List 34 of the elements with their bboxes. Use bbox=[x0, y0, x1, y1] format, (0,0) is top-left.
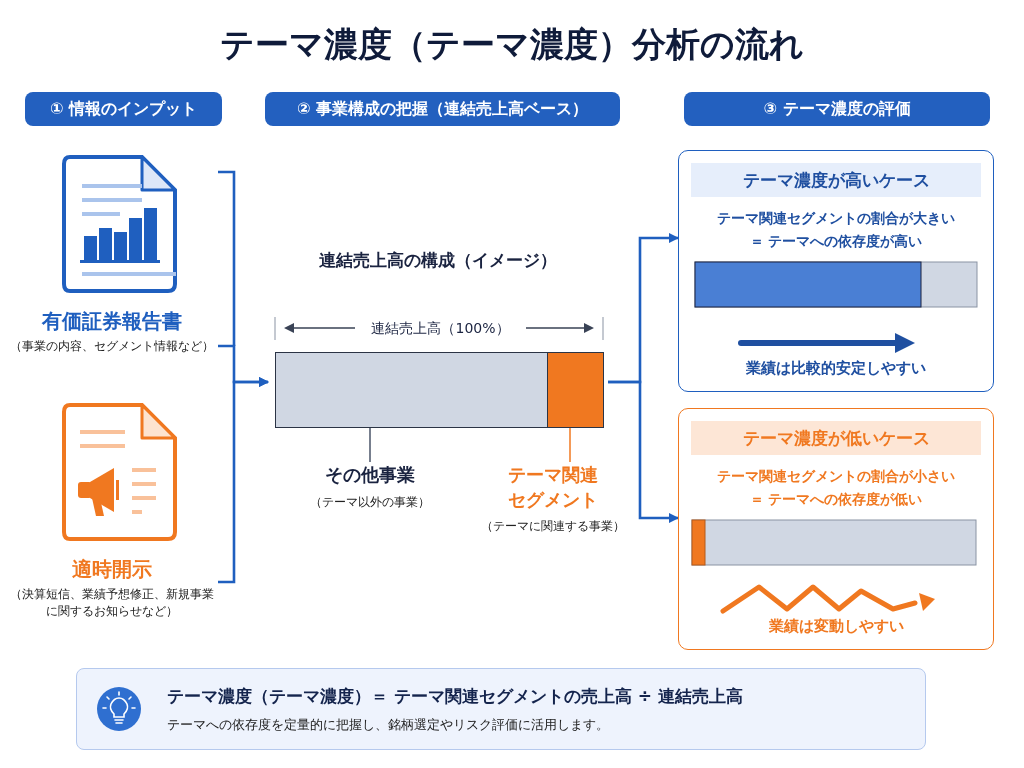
segment-bar bbox=[547, 352, 604, 428]
document-title: 有価証券報告書 bbox=[41, 308, 183, 334]
connector-arrow bbox=[608, 380, 680, 524]
segment-label: その他事業 bbox=[324, 463, 416, 487]
document-caption: （決算短信、業績予想修正、新規事業に関するお知らせなど） bbox=[9, 586, 215, 620]
case-heading: テーマ濃度が高いケース bbox=[691, 163, 981, 197]
step-header bbox=[684, 92, 990, 126]
chart-title: 連結売上高の構成（イメージ） bbox=[318, 249, 558, 272]
header-text: ② 事業構成の把握（連結売上高ベース） bbox=[295, 99, 590, 119]
case-result: 業績は変動しやすい bbox=[767, 616, 905, 637]
case-panel bbox=[678, 150, 994, 392]
connector-arrow bbox=[218, 376, 270, 584]
segment-caption: （テーマに関連する事業） bbox=[480, 518, 626, 535]
leader-line bbox=[369, 427, 371, 463]
document-caption: （事業の内容、セグメント情報など） bbox=[9, 338, 215, 355]
formula-panel bbox=[76, 668, 926, 750]
case-heading: テーマ濃度が低いケース bbox=[691, 421, 981, 455]
step-header bbox=[25, 92, 222, 126]
header-text: ③ テーマ濃度の評価 bbox=[762, 99, 912, 119]
case-description: テーマ関連セグメントの割合が大きい＝ テーマへの依存度が高い bbox=[716, 209, 956, 251]
dimension-label: 連結売上高（100%） bbox=[370, 319, 511, 338]
case-panel bbox=[678, 408, 994, 650]
formula-note: テーマへの依存度を定量的に把握し、銘柄選定やリスク評価に活用します。 bbox=[167, 716, 609, 734]
leader-line bbox=[569, 427, 571, 463]
segment-label: テーマ関連セグメント bbox=[507, 463, 599, 512]
document-title: 適時開示 bbox=[71, 556, 153, 582]
segment-caption: （テーマ以外の事業） bbox=[309, 494, 431, 511]
formula-text: テーマ濃度（テーマ濃度）＝ テーマ関連セグメントの売上高 ÷ 連結売上高 bbox=[167, 685, 743, 708]
step-header bbox=[265, 92, 620, 126]
case-description: テーマ関連セグメントの割合が小さい＝ テーマへの依存度が低い bbox=[716, 467, 956, 509]
header-text: ① 情報のインプット bbox=[48, 99, 199, 119]
segment-bar bbox=[275, 352, 548, 428]
case-result: 業績は比較的安定しやすい bbox=[745, 358, 927, 379]
diagram-title: テーマ濃度（テーマ濃度）分析の流れ bbox=[219, 23, 805, 66]
